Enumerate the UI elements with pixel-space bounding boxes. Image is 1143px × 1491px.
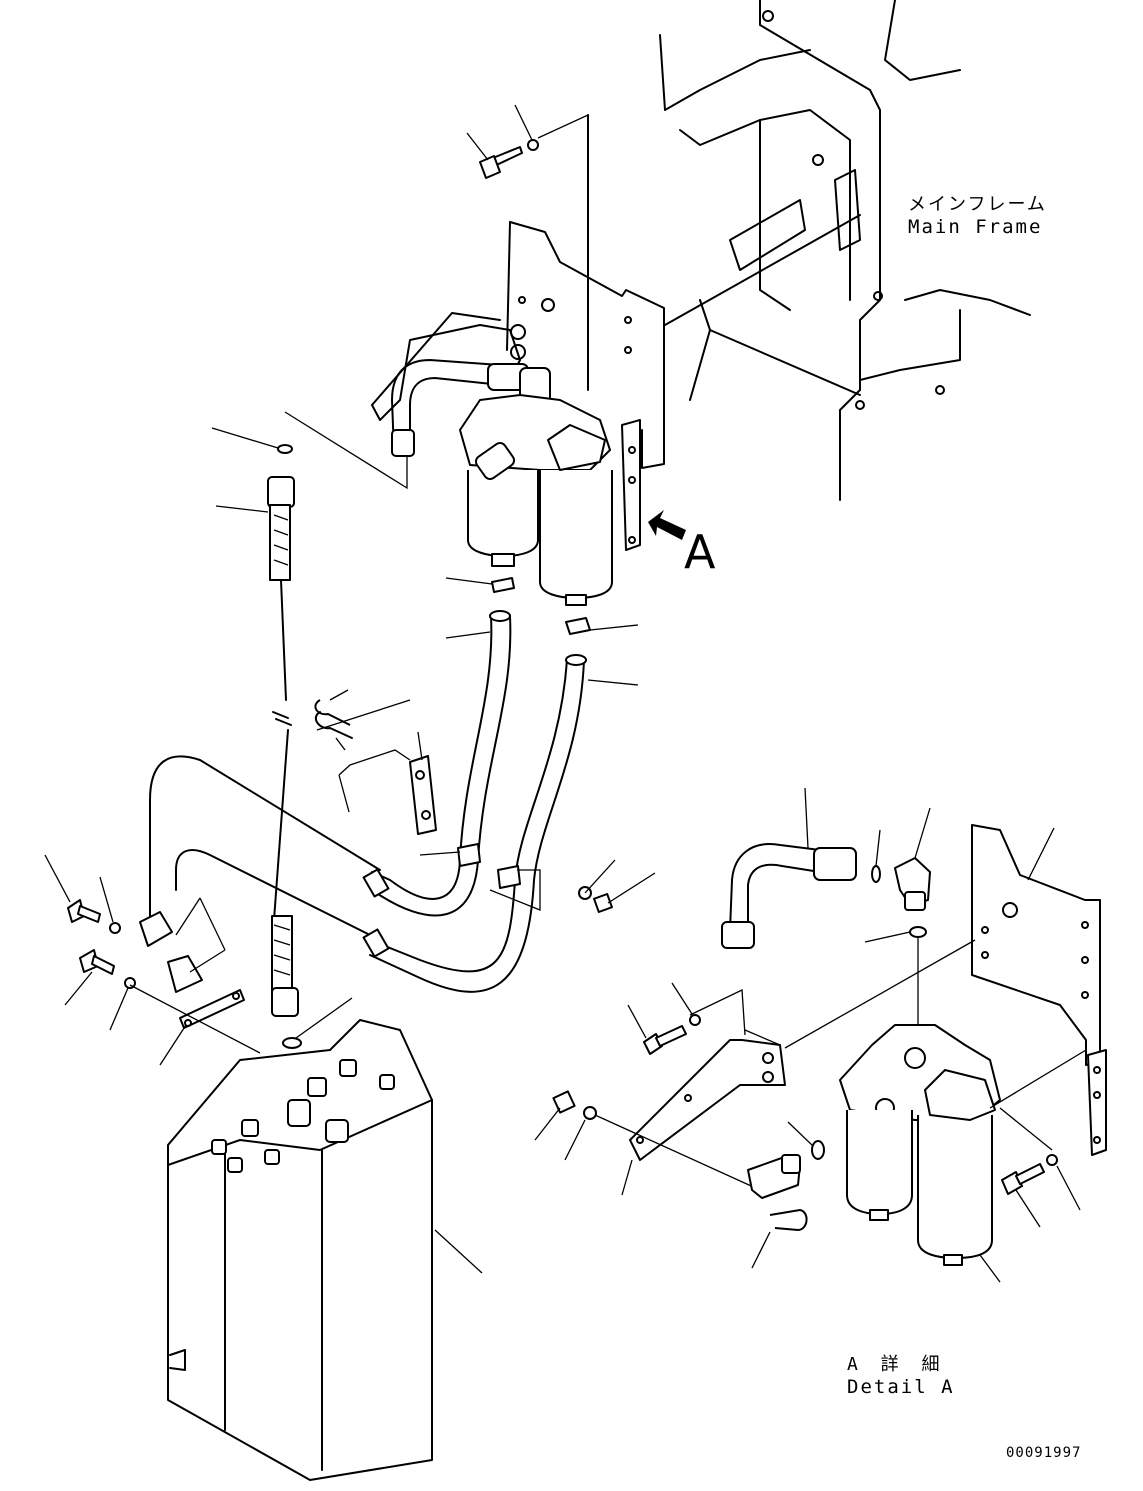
fuel-hose-supply [369,654,639,993]
fuel-hose-return [371,610,512,917]
leader-tank-top [129,984,261,1054]
hose-clamp-2 [565,617,639,635]
view-a-arrow [648,510,686,540]
main-frame-label-en: Main Frame [908,216,1043,238]
washer-nut-right [578,859,656,913]
fuel-filter-assembly [371,312,641,606]
hose-clamp-1 [445,577,515,593]
clamp-plate [338,731,437,835]
main-frame [659,0,1031,501]
detail-a-view [534,787,1107,1283]
clamp-left [139,897,245,1066]
seal-ring-tank [282,997,353,1049]
bolt-washer-left-2 [64,949,136,1031]
u-bolt [314,689,411,751]
fuel-tube-pair [149,755,390,958]
fuel-hose-long [215,476,299,1017]
seal-ring-small [211,427,293,454]
mounting-bracket-upper [506,114,665,469]
bolt-washer-left-1 [44,854,121,934]
fuel-tank [167,1019,483,1481]
leader-group-1 [284,411,408,490]
bolt-washer-top [466,104,539,179]
drawing-number: 00091997 [1006,1445,1082,1461]
view-a-callout-label: A [684,525,716,579]
hose-clip-2 [489,865,541,911]
main-frame-label-jp: メインフレーム [908,194,1047,215]
detail-a-label-jp: A 詳 細 [847,1354,946,1375]
hose-clip-1 [419,843,481,867]
detail-a-label-en: Detail A [847,1376,955,1398]
